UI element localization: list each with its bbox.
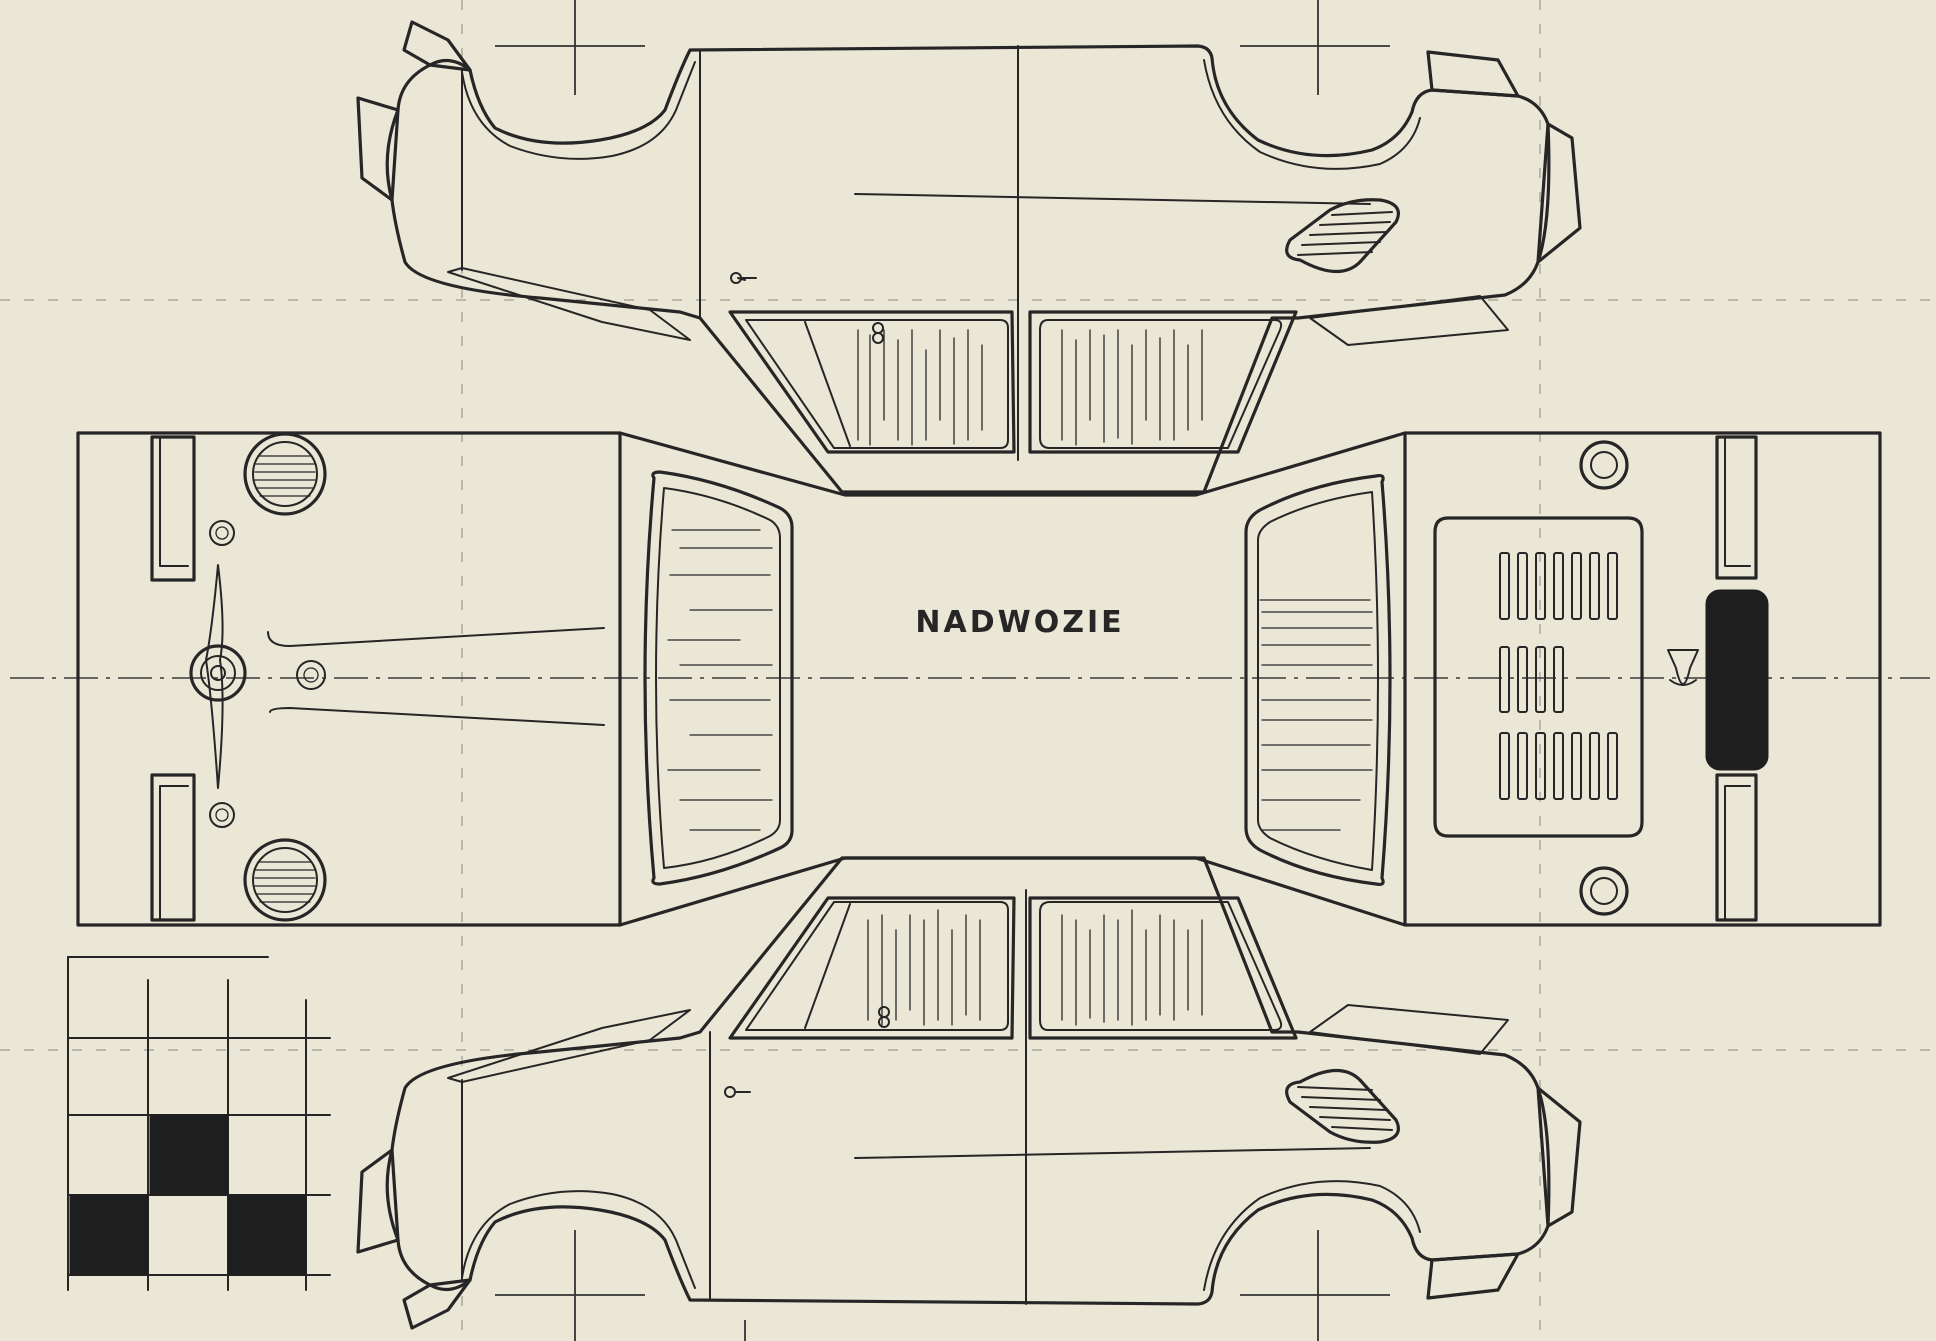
checker-square (149, 1114, 229, 1196)
windshield (1244, 474, 1392, 886)
side-vent-bottom (1285, 1068, 1400, 1144)
roof-top-panel: NADWOZIE (618, 431, 1407, 927)
left-side-windows (728, 310, 1298, 454)
diagram-title: NADWOZIE (915, 605, 1124, 640)
checker-calibration-grid (67, 956, 331, 1291)
checker-square (227, 1194, 307, 1276)
tail-light-lower (243, 838, 327, 922)
front-hood-panel (1403, 431, 1882, 927)
rear-engine-panel (76, 431, 622, 927)
registration-marks (495, 0, 1390, 1341)
rear-window (643, 470, 794, 886)
checker-square (69, 1194, 149, 1276)
grille-slots (1499, 552, 1618, 800)
tail-light-upper (243, 432, 327, 516)
right-side-panel (356, 856, 1582, 1330)
right-side-windows (728, 896, 1298, 1040)
side-vent-top (1285, 198, 1400, 274)
left-side-panel (356, 20, 1582, 494)
rear-emblem (189, 564, 247, 789)
license-plate-block (1705, 589, 1769, 771)
